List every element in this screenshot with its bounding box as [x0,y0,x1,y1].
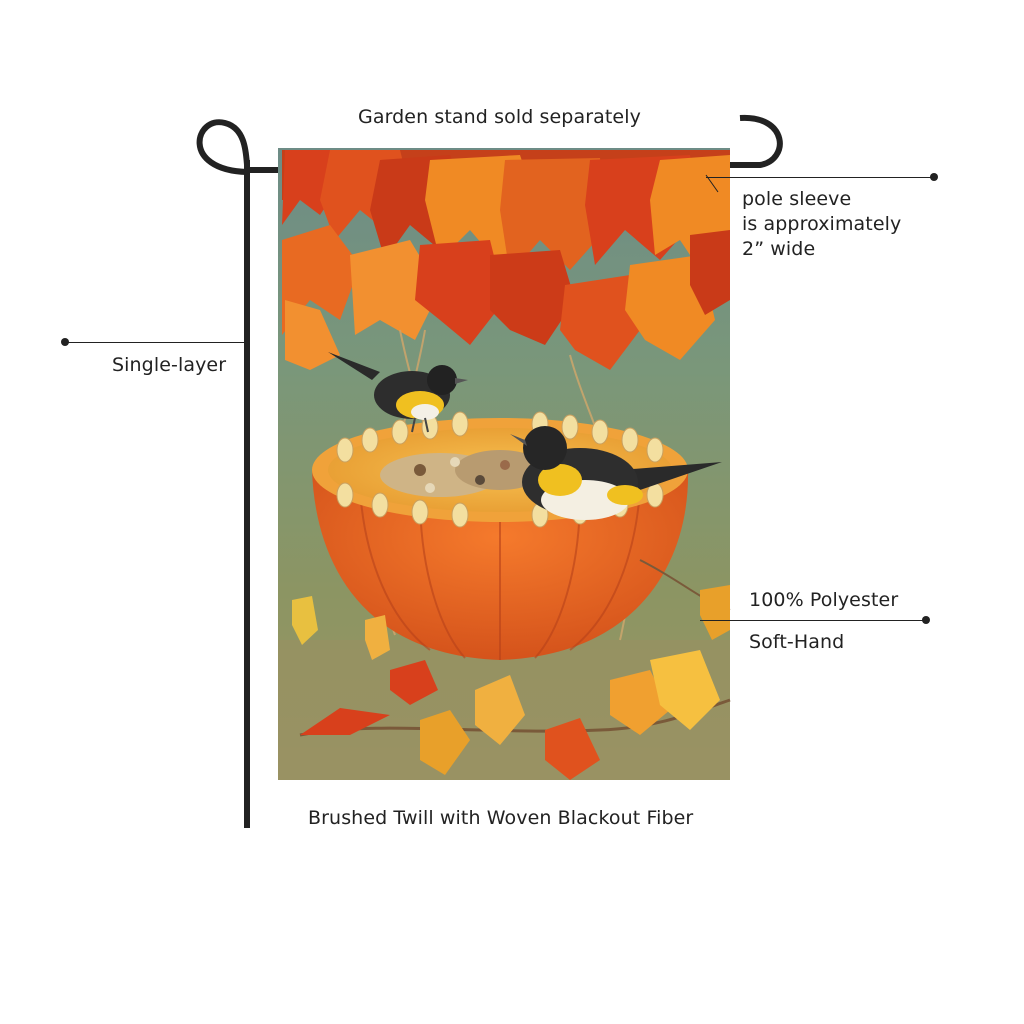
layer-callout-line [65,342,245,343]
material-callout-line [700,620,926,621]
hand-label: Soft-Hand [749,631,845,653]
maple-leaves [282,150,730,370]
sleeve-callout-dot [930,173,938,181]
sleeve-label-line3: 2” wide [742,238,816,260]
lower-leaves [292,559,731,780]
warbler-bird-left [328,352,468,433]
fabric-label: Brushed Twill with Woven Blackout Fiber [308,807,694,829]
layer-label: Single-layer [112,354,227,376]
sleeve-callout-line [706,177,934,178]
sleeve-label-line1: pole sleeve [742,188,852,210]
stand-note-label: Garden stand sold separately [358,106,641,128]
sleeve-label-line2: is approximately [742,213,902,235]
warbler-bird-right [510,426,722,520]
flag-panel [278,148,731,780]
material-label: 100% Polyester [749,589,899,611]
layer-callout-dot [61,338,69,346]
material-callout-dot [922,616,930,624]
